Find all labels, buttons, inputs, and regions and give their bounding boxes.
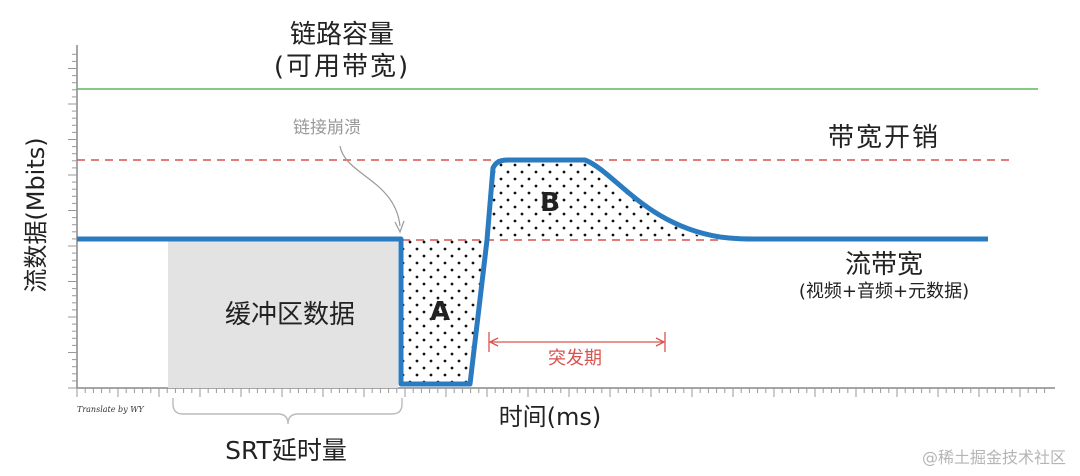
translated-by-signature: Translate by WY xyxy=(77,405,144,414)
y-axis-label: 流数据(Mbits) xyxy=(22,137,50,292)
burst-period-right-arrow xyxy=(655,337,666,347)
link-capacity-label: 链路容量 xyxy=(290,20,394,50)
buffer-data-label: 缓冲区数据 xyxy=(225,300,355,330)
x-axis-label: 时间(ms) xyxy=(499,403,602,431)
link-collapse-label: 链接崩溃 xyxy=(293,118,361,138)
burst-period-label: 突发期 xyxy=(548,348,602,369)
bandwidth-overhead-label: 带宽开销 xyxy=(828,123,940,153)
stream-bandwidth-line xyxy=(77,157,988,387)
y-axis-ticks xyxy=(68,53,77,389)
stream-bandwidth-sublabel: (视频+音频+元数据) xyxy=(799,281,969,302)
region-b-area xyxy=(487,160,700,240)
region-b-label: B xyxy=(540,188,560,218)
burst-period-left-arrow xyxy=(488,337,499,347)
link-collapse-arrowhead xyxy=(394,220,405,234)
region-a-area xyxy=(402,240,487,384)
watermark: @稀土掘金技术社区 xyxy=(921,448,1066,467)
stream-bandwidth-label: 流带宽 xyxy=(845,250,923,280)
srt-latency-brace xyxy=(172,398,403,425)
link-collapse-arrow xyxy=(339,145,401,227)
x-axis-ticks xyxy=(76,388,1046,397)
link-capacity-sublabel: (可用带宽) xyxy=(274,52,410,82)
buffer-data-area xyxy=(168,240,398,388)
srt-latency-label: SRT延时量 xyxy=(225,436,347,465)
region-a-label: A xyxy=(430,297,450,327)
